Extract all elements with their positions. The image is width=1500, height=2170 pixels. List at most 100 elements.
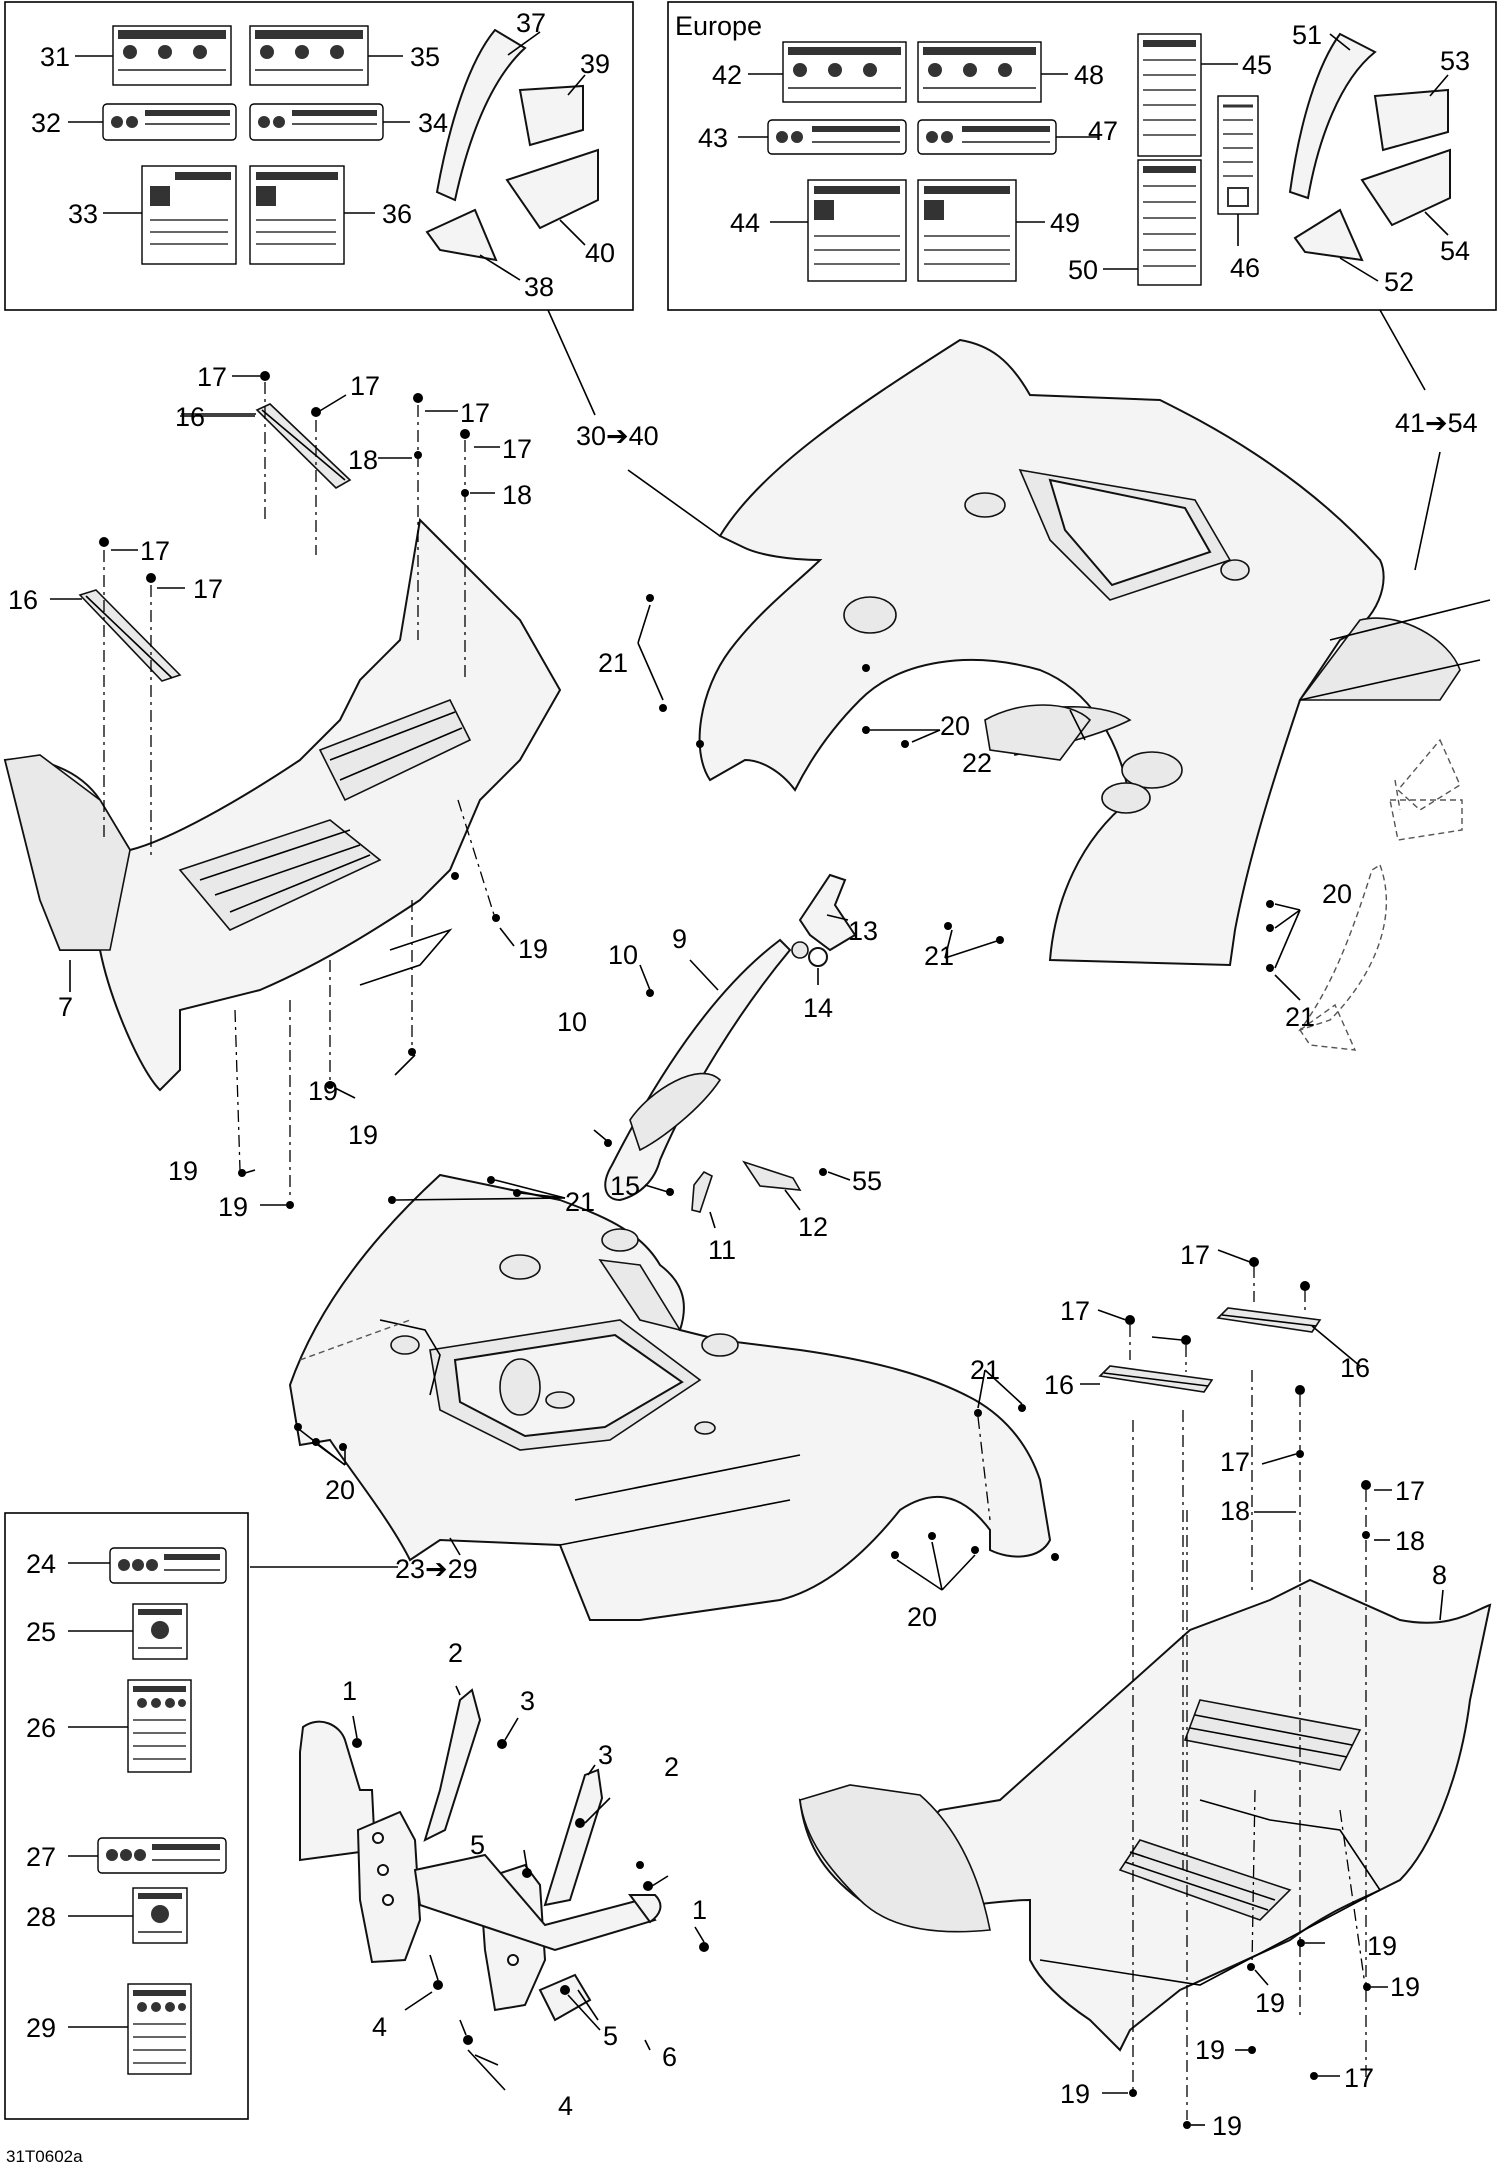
rear-fender-fasteners [637,594,1301,1001]
callout-17k: 17 [1344,2063,1374,2093]
callout-18c: 18 [1220,1496,1250,1526]
callout-28: 28 [26,1902,56,1932]
callout-16a: 16 [175,402,205,432]
callout-16d: 16 [1044,1370,1074,1400]
callout-25: 25 [26,1617,56,1647]
callout-3b: 3 [598,1740,613,1770]
rear-fender-assembly [698,338,1491,1051]
decal-29-icon [127,1983,192,2075]
callout-54: 54 [1440,236,1470,266]
bumper-bracket-left [356,1810,422,1964]
callout-51: 51 [1292,20,1322,50]
callout-19a: 19 [518,934,548,964]
callout-49: 49 [1050,208,1080,238]
callout-19j: 19 [1060,2079,1090,2109]
rear-fender-body [698,338,1385,967]
callout-19d: 19 [168,1156,198,1186]
callout-1a: 1 [342,1676,357,1706]
callout-32: 32 [31,108,61,138]
callout-22: 22 [962,748,992,778]
callout-47: 47 [1088,116,1118,146]
shield-38-icon [425,208,498,262]
decal-43-icon [767,119,907,155]
decal-47-icon [917,119,1057,155]
inset-decals-europe-41-54: Europe [667,1,1497,311]
bracket-9-icon [604,938,792,1202]
callout-17c: 17 [460,398,490,428]
decal-33-icon [141,165,237,265]
callout-21d: 21 [565,1187,595,1217]
callout-19c: 19 [348,1120,378,1150]
callout-11: 11 [708,1235,736,1265]
bracket-assembly [593,873,857,1229]
callout-44: 44 [730,208,760,238]
callout-19i: 19 [1195,2035,1225,2065]
inset-decals-30-40: 31 32 33 34 35 36 37 38 39 40 [4,1,634,311]
left-mudflap [4,754,131,951]
callout-16c: 16 [1340,1353,1370,1383]
callout-4a: 4 [372,2012,387,2042]
callout-4b: 4 [558,2091,573,2121]
callout-46: 46 [1230,253,1260,283]
callout-5a: 5 [470,1830,485,1860]
part-22-mat-icon [984,704,1092,761]
decal-50-icon [1137,159,1202,286]
right-footrest-fasteners [1080,1249,1444,2129]
callout-52: 52 [1384,267,1414,297]
callout-53: 53 [1440,46,1470,76]
callout-19f: 19 [1367,1931,1397,1961]
callout-48: 48 [1074,60,1104,90]
bracket-12-icon [742,1160,802,1191]
europe-heading: Europe [675,11,762,41]
group-ref-41-54: 41➔54 [1395,408,1478,438]
bumper-strut-right [543,1768,604,1907]
callout-5b: 5 [603,2021,618,2051]
callout-45: 45 [1242,50,1272,80]
bumper-strut-left [423,1688,482,1842]
callout-24: 24 [26,1549,56,1579]
callout-10a: 10 [608,940,638,970]
footpeg-16b-icon [78,589,182,682]
right-mudflap [799,1784,991,1933]
callout-17h: 17 [1060,1296,1090,1326]
callout-20b: 20 [1322,879,1352,909]
callout-50: 50 [1068,255,1098,285]
shield-53-icon [1373,88,1449,152]
callout-3a: 3 [520,1686,535,1716]
left-footrest-assembly [3,403,562,1092]
callout-21e: 21 [970,1355,1000,1385]
front-fender-assembly [288,1173,1052,1621]
callout-15: 15 [610,1171,640,1201]
front-bumper-assembly [298,1685,709,2066]
bracket-13-icon [798,873,857,952]
callout-17b: 17 [350,371,380,401]
callout-34: 34 [418,108,448,138]
decal-46-icon [1217,95,1259,215]
left-footrest-fasteners [50,371,515,1209]
callout-27: 27 [26,1842,56,1872]
callout-42: 42 [712,60,742,90]
callout-36: 36 [382,199,412,229]
callout-20d: 20 [907,1602,937,1632]
callout-19e: 19 [218,1192,248,1222]
callout-29: 29 [26,2013,56,2043]
callout-16b: 16 [8,585,38,615]
callout-6: 6 [662,2042,677,2072]
callout-38: 38 [524,272,554,302]
callout-21b: 21 [924,941,954,971]
decal-36-icon [249,165,345,265]
callout-17j: 17 [1395,1476,1425,1506]
group-ref-23-29: 23➔29 [395,1554,478,1584]
shield-54-icon [1360,148,1451,227]
mudflap-37-icon [435,28,527,202]
callout-18e: 19 [1212,2111,1242,2141]
callout-19h: 19 [1390,1972,1420,2002]
washer-14-icon [808,947,828,967]
callout-40: 40 [585,238,615,268]
callout-20c: 20 [325,1475,355,1505]
callout-19b: 19 [308,1076,338,1106]
callout-10b: 10 [557,1007,587,1037]
clip-11-icon [691,1170,713,1213]
decal-45-icon [1137,33,1202,157]
callout-18b: 18 [502,480,532,510]
